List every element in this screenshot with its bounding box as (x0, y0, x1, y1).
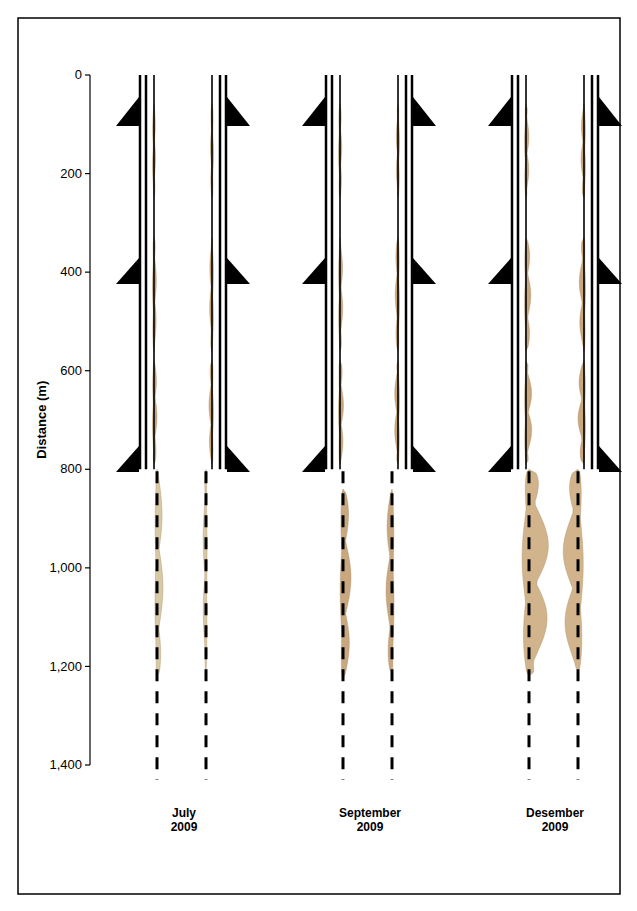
tick-label: 1,400 (49, 757, 82, 773)
jetty-wall (219, 75, 222, 469)
month-label: September 2009 (339, 806, 401, 835)
jetty-wall (325, 75, 328, 469)
jetty-head (302, 258, 325, 284)
jetty-wall (411, 75, 414, 469)
planned-jetty (342, 471, 345, 780)
axis-title: Distance (m) (34, 381, 50, 459)
axis-tick (85, 764, 90, 765)
jetty-head (227, 446, 250, 472)
y-axis (85, 75, 90, 765)
jetty-wall (225, 75, 228, 469)
jetty-wall (597, 75, 600, 469)
axis-tick (85, 370, 90, 371)
jetty-head (116, 258, 139, 284)
jetty-head (227, 258, 250, 284)
planned-jetty (577, 471, 580, 780)
jetty-head (116, 97, 139, 126)
jetty-head (599, 446, 622, 472)
sediment (563, 469, 583, 671)
axis-tick (85, 567, 90, 568)
tick-label: 0 (75, 67, 82, 83)
jetty-wall (591, 75, 594, 469)
jetty-wall (405, 75, 408, 469)
tick-label: 1,000 (49, 560, 82, 576)
jetty-head (302, 446, 325, 472)
jetty-wall (517, 75, 520, 469)
jetty-head (302, 97, 325, 126)
jetty-wall (511, 75, 514, 469)
jetty-wall (525, 75, 527, 469)
jetty-wall (339, 75, 341, 469)
axis-tick (85, 272, 90, 273)
jetty-head (488, 446, 511, 472)
jetty-wall (139, 75, 142, 469)
jetty-head (599, 97, 622, 126)
jetty-wall (583, 75, 585, 469)
axis-tick (85, 173, 90, 174)
figure-frame (18, 18, 620, 894)
month-label: July 2009 (171, 806, 198, 835)
jetty-head (599, 258, 622, 284)
sediment (522, 469, 548, 676)
tick-label: 200 (60, 166, 82, 182)
jetty-head (488, 258, 511, 284)
jetty-head (488, 97, 511, 126)
jetty-head (116, 446, 139, 472)
axis-tick (85, 469, 90, 470)
tick-label: 800 (60, 461, 82, 477)
planned-jetty (528, 471, 531, 780)
jetty-head (413, 97, 436, 126)
jetty-wall (331, 75, 334, 469)
planned-jetty (156, 471, 159, 780)
planned-jetty (391, 471, 394, 780)
jetty-wall (145, 75, 148, 469)
jetty-pair (488, 75, 622, 780)
axis-tick (85, 666, 90, 667)
axis-tick (85, 74, 90, 75)
tick-label: 400 (60, 264, 82, 280)
tick-label: 1,200 (49, 659, 82, 675)
jetty-wall (397, 75, 399, 469)
jetty-pair (302, 75, 436, 780)
jetty-head (413, 446, 436, 472)
jetty-head (413, 258, 436, 284)
jetty-wall (211, 75, 213, 469)
month-label: Desember 2009 (526, 806, 584, 835)
jetty-wall (153, 75, 155, 469)
jetty-pair (116, 75, 250, 780)
tick-label: 600 (60, 363, 82, 379)
planned-jetty (205, 471, 208, 780)
jetty-groups (116, 75, 622, 780)
jetty-head (227, 97, 250, 126)
